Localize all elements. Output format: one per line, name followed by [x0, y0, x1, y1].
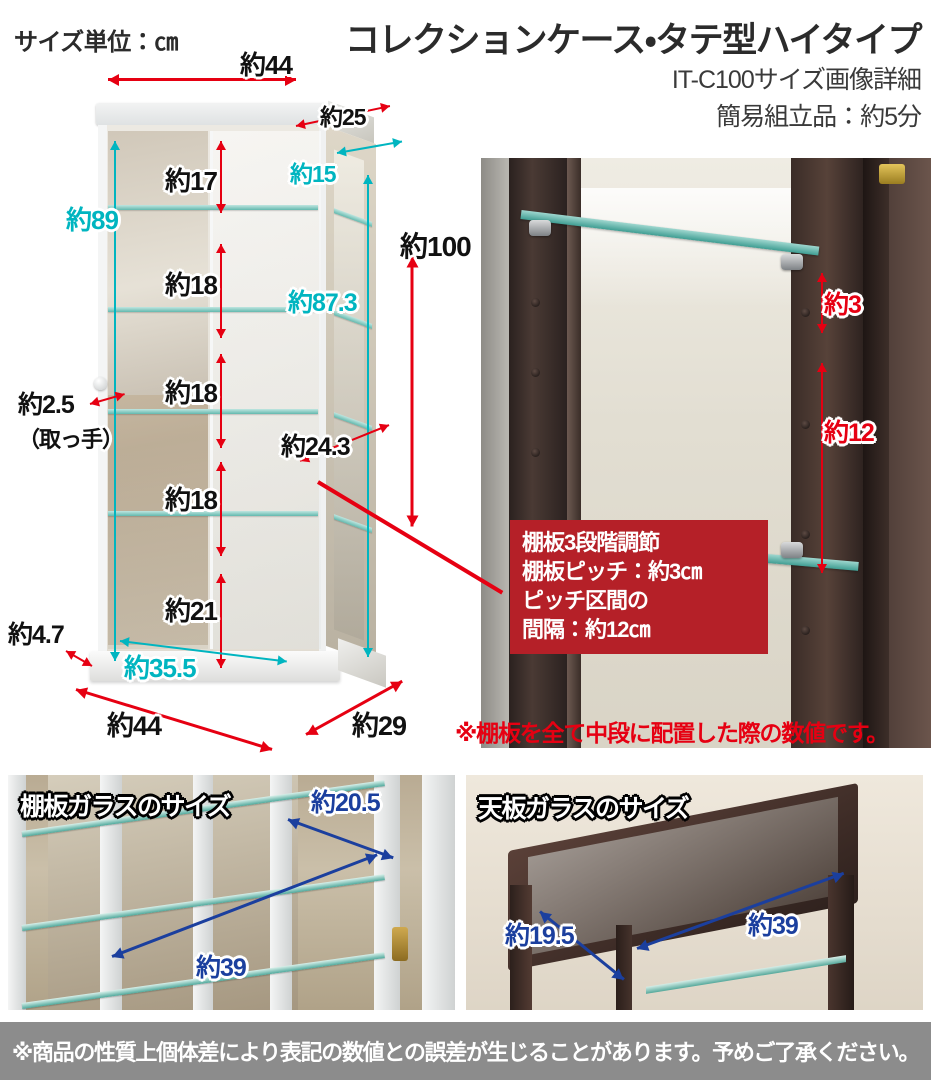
cabinet-shelf: [108, 409, 318, 414]
dim-top-glass-depth: 約19.5: [505, 922, 575, 950]
arrow-side-glass-height: [367, 175, 369, 657]
pin-hole: [531, 298, 540, 307]
shelf-clip: [781, 254, 803, 270]
shelf-glass-photo: 棚板ガラスのサイズ: [8, 775, 455, 1010]
shelf-clip: [781, 542, 803, 558]
footer-disclaimer-text: ※商品の性質上個体差により表記の数値との誤差が生じることがあります。予めご了承く…: [11, 1040, 921, 1065]
dim-shelf-glass-width: 約39: [196, 954, 247, 982]
cabinet-leg-middle: [616, 925, 632, 1010]
callout-line-3: ピッチ区間の: [522, 588, 649, 614]
dim-total-height: 約100: [400, 231, 472, 262]
cabinet-frame: [374, 775, 400, 1010]
pin-hole: [801, 530, 810, 539]
cabinet-side-glass: [334, 149, 364, 641]
pin-hole: [801, 308, 810, 317]
dim-shelf-gap-1: 約17: [165, 166, 218, 196]
cabinet-post-far-right: [889, 158, 931, 748]
cabinet-photo: [78, 95, 408, 745]
dim-pitch-small: 約3: [824, 291, 862, 319]
arrow-shelf-gap-3: [220, 354, 222, 448]
pin-hole: [531, 448, 540, 457]
page-title: コレクションケース・タテ型ハイタイプ: [344, 21, 923, 60]
top-glass-photo: 天板ガラスのサイズ: [466, 775, 923, 1010]
assembly-note: 簡易組立品：約5分: [716, 103, 922, 131]
door-knob: [94, 377, 107, 390]
brass-hinge: [879, 164, 905, 184]
cabinet-post-left-edge: [567, 158, 581, 748]
arrow-top-width: [108, 78, 296, 81]
cabinet-floor-reflection: [108, 395, 208, 645]
dim-base-height: 約4.7: [8, 621, 65, 649]
cabinet-shelf: [108, 511, 318, 516]
dim-inner-width: 約35.5: [124, 653, 197, 683]
callout-line-4: 間隔：約12㎝: [522, 617, 650, 643]
cabinet-shelf: [108, 205, 318, 210]
shelf-glass-caption: 棚板ガラスのサイズ: [20, 793, 232, 821]
cabinet-frame: [8, 775, 26, 1010]
dim-top-depth: 約25: [320, 104, 367, 130]
pin-hole: [531, 368, 540, 377]
cabinet-top-panel: [96, 103, 328, 125]
dim-side-glass-height: 約87.3: [288, 289, 358, 317]
dim-top-width: 約44: [240, 50, 293, 80]
top-glass-caption: 天板ガラスのサイズ: [478, 795, 690, 823]
footer-disclaimer-bar: ※商品の性質上個体差により表記の数値との誤差が生じることがあります。予めご了承く…: [0, 1022, 931, 1080]
cabinet-post-right: [791, 158, 863, 748]
cabinet-base: [90, 651, 340, 681]
cabinet-frame: [193, 775, 213, 1010]
dim-shelf-gap-2: 約18: [165, 270, 218, 300]
dim-base-width: 約44: [107, 711, 162, 741]
callout-line-2: 棚板ピッチ：約3㎝: [522, 559, 702, 585]
pin-hole: [801, 420, 810, 429]
cabinet-glass-door: [210, 131, 321, 649]
dim-inner-height: 約89: [66, 205, 119, 235]
cabinet-frame: [422, 775, 455, 1010]
dim-shelf-gap-5: 約21: [165, 596, 218, 626]
dim-shelf-glass-depth: 約20.5: [311, 789, 381, 817]
arrow-pitch-small: [821, 273, 823, 333]
dim-knob-label: （取っ手）: [18, 427, 124, 452]
dim-knob-depth: 約2.5: [18, 391, 75, 419]
dim-base-depth: 約29: [352, 711, 407, 741]
dim-inner-depth: 約24.3: [281, 433, 351, 461]
dim-pitch-span: 約12: [824, 419, 875, 447]
arrow-shelf-gap-1: [220, 141, 222, 213]
dim-side-depth: 約15: [290, 161, 337, 187]
pin-hole: [801, 626, 810, 635]
arrow-total-height: [410, 256, 414, 527]
shelf-placement-note: ※棚板を全て中段に配置した際の数値です。: [455, 720, 889, 746]
arrow-shelf-gap-2: [220, 244, 222, 338]
model-subtitle: IT-C100サイズ画像詳細: [671, 66, 922, 94]
shelf-adjustment-callout: 棚板3段階調節 棚板ピッチ：約3㎝ ピッチ区間の 間隔：約12㎝: [510, 520, 768, 655]
arrow-pitch-span: [821, 363, 823, 573]
shelf-clip: [529, 220, 551, 236]
dim-shelf-gap-4: 約18: [165, 485, 218, 515]
size-unit-label: サイズ単位：㎝: [14, 29, 178, 56]
brass-hinge: [392, 927, 408, 961]
cabinet-leg-left: [510, 885, 532, 1010]
dim-top-glass-width: 約39: [748, 912, 799, 940]
dim-shelf-gap-3: 約18: [165, 378, 218, 408]
callout-line-1: 棚板3段階調節: [522, 530, 660, 555]
cabinet-post-right-edge: [863, 158, 889, 748]
shelf-pin-photo: [481, 158, 931, 748]
arrow-shelf-gap-4: [220, 462, 222, 556]
photo-wall-left: [481, 158, 509, 748]
cabinet-shelf: [108, 307, 318, 312]
cabinet-leg-right: [828, 875, 854, 1010]
